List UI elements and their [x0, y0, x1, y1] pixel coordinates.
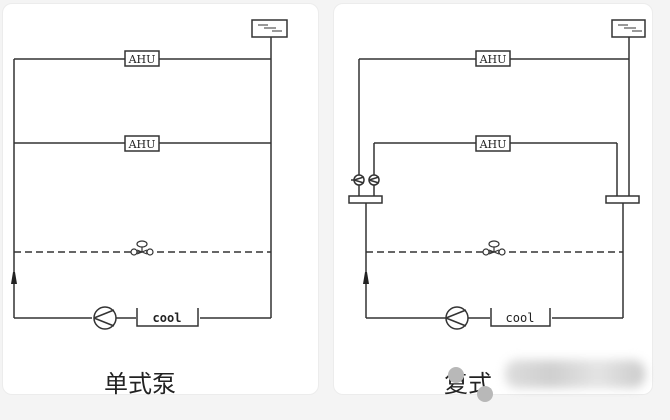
bypass-valve-icon: [482, 240, 506, 256]
chiller-unit: [490, 308, 551, 327]
single-pump-caption: 单式泵: [104, 370, 176, 398]
ahu-unit: [124, 50, 160, 67]
single-pump-diagram: AHU AHU cool: [11, 19, 288, 330]
check-valve-icon: [363, 272, 369, 284]
ahu-unit: [475, 50, 511, 67]
ahu-unit: [475, 135, 511, 152]
watermark-blur: [505, 360, 645, 388]
pump-icon: [93, 306, 117, 330]
right-panel: [333, 3, 653, 395]
ahu-label: AHU: [479, 53, 507, 66]
bypass-valve-icon: [130, 240, 154, 256]
secondary-pump-icon: [368, 174, 380, 186]
supply-header: [605, 195, 640, 204]
return-header: [348, 195, 383, 204]
expansion-tank-icon: [251, 19, 288, 38]
watermark-icon: [477, 386, 493, 402]
left-panel: [2, 3, 319, 395]
ahu-label: AHU: [479, 138, 507, 151]
ahu-label: AHU: [128, 53, 156, 66]
chiller-label: cool: [506, 311, 535, 325]
ahu-unit: [124, 135, 160, 152]
chiller-unit: [136, 308, 199, 327]
secondary-pump-icon: [351, 174, 365, 186]
ahu-label: AHU: [128, 138, 156, 151]
watermark-icon: [448, 367, 464, 383]
compound-pump-diagram: AHU AHU: [348, 19, 646, 330]
check-valve-icon: [11, 272, 17, 284]
pump-icon: [445, 306, 469, 330]
chiller-label: cool: [153, 311, 182, 325]
expansion-tank-icon: [611, 19, 646, 38]
